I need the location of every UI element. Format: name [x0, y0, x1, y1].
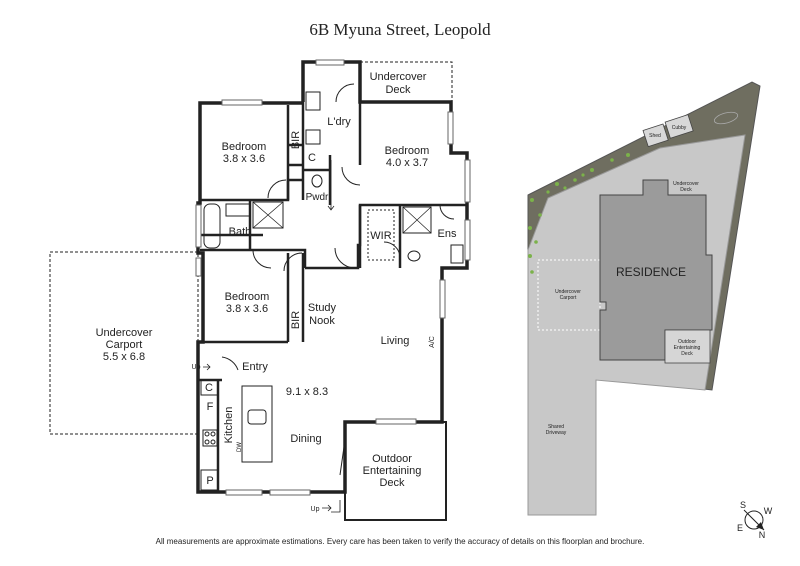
- cooktop: [202, 429, 218, 447]
- island-sink: [247, 409, 267, 425]
- label-dims-main: 9.1 x 8.3: [286, 386, 328, 398]
- compass-rose: S W E N: [737, 500, 773, 540]
- label-kitchen: Kitchen: [223, 407, 235, 444]
- label-bir1: BIR: [290, 131, 302, 149]
- laundry-tub: [305, 91, 321, 111]
- label-bedroom2: Bedroom: [385, 145, 430, 157]
- label-p: P: [206, 475, 213, 487]
- compass-w: W: [764, 506, 773, 516]
- label-bedroom1-dims: 3.8 x 3.6: [223, 153, 265, 165]
- windows: [195, 59, 471, 496]
- ens-vanity: [450, 244, 464, 264]
- site-residence: RESIDENCE: [616, 265, 686, 279]
- site-driveway-1: Shared: [548, 424, 564, 430]
- site-outdoor-3: Deck: [681, 351, 693, 357]
- fixtures: [200, 91, 464, 491]
- disclaimer-text: All measurements are approximate estimat…: [155, 537, 645, 546]
- label-ac: A/C: [429, 336, 436, 348]
- label-bir2: BIR: [290, 311, 302, 329]
- site-uc-carport-1: Undercover: [555, 289, 581, 295]
- site-outdoor-deck: [664, 329, 711, 364]
- label-study-1: Study: [308, 302, 337, 314]
- label-outdoor-3: Deck: [379, 477, 405, 489]
- compass-n: N: [759, 530, 766, 540]
- bath-shower: [252, 201, 284, 229]
- compass-e: E: [737, 523, 743, 533]
- site-cubby: [664, 114, 694, 139]
- site-shed-label: Shed: [649, 133, 661, 139]
- site-shed: [642, 123, 669, 148]
- label-living: Living: [381, 335, 410, 347]
- compass-circle: [744, 510, 764, 530]
- label-dw: DW: [237, 442, 243, 452]
- label-carport-2: Carport: [106, 339, 143, 351]
- label-f: F: [207, 401, 214, 413]
- siteplan-labels: RESIDENCE Shed Cubby Undercover Deck Und…: [546, 125, 701, 436]
- wir-dashed: [367, 209, 395, 261]
- floorplan-labels: Undercover Deck L'dry Bedroom 3.8 x 3.6 …: [96, 71, 457, 513]
- label-up2: Up: [311, 506, 320, 513]
- site-outdoor-2: Entertaining: [674, 345, 701, 351]
- label-ens: Ens: [438, 228, 457, 240]
- label-bath: Bath: [229, 226, 252, 238]
- site-cubby-label: Cubby: [672, 125, 687, 131]
- label-outdoor-2: Entertaining: [363, 465, 422, 477]
- label-entry: Entry: [242, 361, 268, 373]
- label-bedroom3: Bedroom: [225, 291, 270, 303]
- site-driveway-2: Driveway: [546, 430, 567, 436]
- site-trees: [528, 153, 630, 274]
- floorplan: [49, 59, 471, 521]
- property-title: 6B Myuna Street, Leopold: [309, 20, 491, 39]
- site-uc-deck-1: Undercover: [673, 181, 699, 187]
- ens-shower: [402, 206, 432, 234]
- label-bedroom3-dims: 3.8 x 3.6: [226, 303, 268, 315]
- fridge-box: [200, 379, 219, 396]
- ens-toilet: [407, 250, 421, 262]
- label-dining: Dining: [290, 433, 321, 445]
- label-bedroom2-dims: 4.0 x 3.7: [386, 157, 428, 169]
- label-undercover-deck-2: Deck: [385, 84, 411, 96]
- doors: [221, 83, 455, 476]
- label-pwdr: Pwdr: [306, 192, 329, 203]
- pwdr-toilet: [311, 174, 323, 188]
- step-arrows: [203, 160, 341, 513]
- label-carport-dims: 5.5 x 6.8: [103, 351, 145, 363]
- bath-vanity: [225, 203, 251, 217]
- label-undercover-deck-1: Undercover: [370, 71, 427, 83]
- label-bedroom1: Bedroom: [222, 141, 267, 153]
- residence-footprint: [599, 179, 713, 361]
- siteplan: [527, 81, 761, 516]
- laundry-bench: [305, 129, 321, 145]
- label-laundry: L'dry: [327, 116, 351, 128]
- label-c1: C: [308, 152, 316, 164]
- site-uc-carport-2: Carport: [560, 295, 577, 301]
- label-up1: Up: [192, 364, 201, 371]
- compass-s: S: [740, 500, 746, 510]
- compass-arrow: [756, 522, 764, 530]
- label-c2: C: [205, 382, 213, 394]
- site-outdoor-1: Outdoor: [678, 339, 696, 345]
- site-pool: [713, 111, 739, 125]
- bathtub: [203, 203, 221, 249]
- site-uc-deck-2: Deck: [680, 187, 692, 193]
- label-carport-1: Undercover: [96, 327, 153, 339]
- label-study-2: Nook: [309, 315, 335, 327]
- kitchen-island: [241, 385, 273, 463]
- label-wir: WIR: [370, 230, 391, 242]
- label-outdoor-1: Outdoor: [372, 453, 412, 465]
- pantry-box: [200, 469, 219, 491]
